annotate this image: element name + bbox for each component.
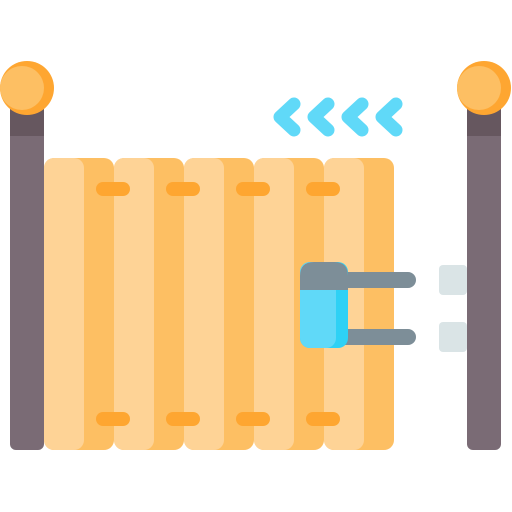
chevron-left-icon xyxy=(341,97,369,137)
bottom-plank-connectors xyxy=(96,412,340,426)
left-post xyxy=(0,61,54,450)
lower-receiver xyxy=(439,322,467,352)
gate-latch-receivers xyxy=(439,265,467,352)
plank xyxy=(44,158,114,450)
right-post xyxy=(457,61,511,450)
direction-chevrons-icon xyxy=(273,97,403,137)
top-plank-connectors xyxy=(96,182,340,196)
right-post-cap xyxy=(457,61,511,115)
plank xyxy=(114,158,184,450)
chevron-left-icon xyxy=(307,97,335,137)
plank xyxy=(324,158,394,450)
left-post-cap xyxy=(0,61,54,115)
plank xyxy=(184,158,254,450)
plank xyxy=(254,158,324,450)
upper-receiver xyxy=(439,265,467,295)
chevron-left-icon xyxy=(375,97,403,137)
gate-lock xyxy=(300,262,348,348)
gate-planks xyxy=(44,158,394,450)
chevron-left-icon xyxy=(273,97,301,137)
